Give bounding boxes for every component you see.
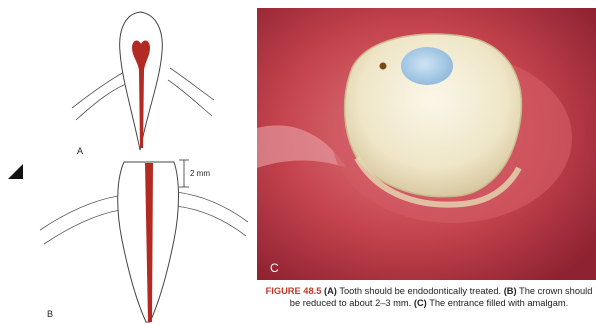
tooth-a-gum-left: [72, 72, 124, 108]
tooth-b-gum-right: [176, 192, 248, 222]
caption-c-tag: (C): [414, 298, 427, 308]
panel-b-label: B: [47, 309, 53, 319]
figure-caption: FIGURE 48.5 (A) Tooth should be endodont…: [262, 286, 596, 309]
canal-entrance: [380, 63, 387, 70]
tooth-a-gum-right-2: [168, 80, 212, 116]
corner-triangle-icon: [8, 164, 23, 179]
tooth-b-gum-left-2: [44, 210, 120, 244]
tooth-b-gum-right-2: [176, 206, 246, 236]
measurement-label: 2 mm: [190, 169, 210, 178]
tooth-a-gum-left-2: [76, 84, 126, 120]
caption-a-tag: (A): [324, 286, 337, 296]
caption-a-text: Tooth should be endodontically treated.: [339, 286, 501, 296]
tooth-b-drawing: [40, 160, 248, 322]
filling: [401, 47, 453, 85]
panel-a-label: A: [77, 146, 83, 156]
clinical-photo: [257, 8, 596, 280]
tooth-a-gum-right: [170, 68, 214, 100]
panel-c-label: C: [270, 261, 279, 275]
figure-number: FIGURE 48.5: [266, 286, 322, 296]
tooth-diagrams: [0, 0, 255, 324]
caption-c-text: The entrance filled with amalgam.: [429, 298, 568, 308]
tooth-a-drawing: [72, 12, 214, 150]
caption-b-tag: (B): [504, 286, 517, 296]
